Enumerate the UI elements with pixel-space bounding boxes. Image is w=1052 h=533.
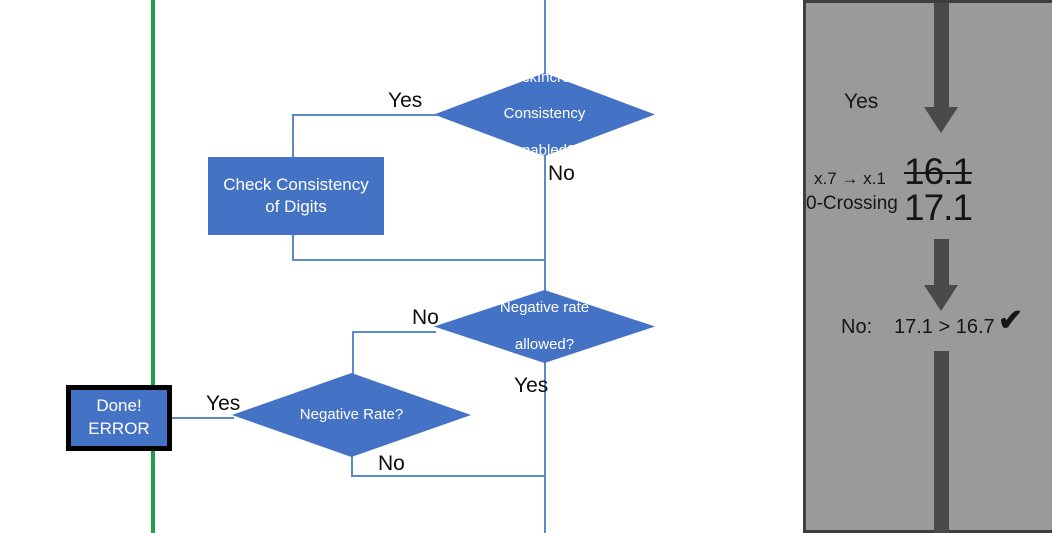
edge-label-neg-rate-yes: Yes <box>206 392 241 415</box>
decision-check-increase-line2: Consistency <box>503 105 586 123</box>
process-check-consistency-line1: Check Consistency <box>223 174 369 194</box>
panel-comparison-expression: 17.1 > 16.7 <box>894 316 995 338</box>
terminator-done-error[interactable]: Done! ERROR <box>66 385 172 451</box>
connector-neg-allowed-no-horizontal <box>352 331 436 333</box>
panel-yes-label: Yes <box>844 90 879 113</box>
connector-box-rejoin-horizontal <box>292 259 546 261</box>
terminator-error-label: ERROR <box>88 419 150 438</box>
panel-value-struck-through: 16.1 <box>904 151 973 192</box>
decision-neg-allowed-line1: Negative rate <box>499 299 590 317</box>
connector-neg-rate-no-down <box>351 455 353 477</box>
panel-arrow-head-upper <box>924 107 958 133</box>
edge-label-check-increase-no: No <box>548 162 575 185</box>
connector-trunk-top <box>544 0 546 83</box>
annotation-panel: Yes x.7 → x.1 0-Crossing 16.1 17.1 No: 1… <box>803 0 1052 533</box>
edge-label-check-increase-yes: Yes <box>388 89 423 112</box>
panel-arrow-shaft-middle <box>934 239 949 285</box>
decision-check-increase-consistency-enabled[interactable]: CheckIncrease Consistency enabled? <box>434 73 655 156</box>
panel-zero-crossing-label: 0-Crossing <box>806 193 898 214</box>
panel-rounding-label: x.7 → x.1 <box>814 169 886 188</box>
connector-no-vertical-top <box>544 145 546 304</box>
green-divider-line <box>151 0 155 533</box>
connector-box-down <box>292 235 294 261</box>
panel-arrow-head-middle <box>924 285 958 311</box>
edge-label-neg-allowed-yes: Yes <box>514 374 549 397</box>
decision-negative-rate-allowed[interactable]: Negative rate allowed? <box>434 290 655 363</box>
edge-label-neg-allowed-no: No <box>412 306 439 329</box>
process-check-consistency-of-digits[interactable]: Check Consistency of Digits <box>208 157 384 235</box>
connector-trunk-bottom <box>544 475 546 533</box>
panel-value-current: 17.1 <box>904 187 973 228</box>
connector-yes-down-to-box <box>292 114 294 159</box>
panel-arrow-shaft-lower <box>934 351 949 533</box>
terminator-done-label: Done! <box>96 396 142 416</box>
decision-negative-rate-label: Negative Rate? <box>299 405 404 423</box>
connector-neg-rate-no-horizontal <box>351 475 546 477</box>
connector-neg-allowed-no-down <box>352 331 354 378</box>
connector-neg-rate-yes-horizontal <box>172 417 234 419</box>
panel-arrow-shaft-upper <box>934 3 949 107</box>
process-check-consistency-line2: of Digits <box>265 197 327 216</box>
edge-label-neg-rate-no: No <box>378 452 405 475</box>
connector-neg-allowed-yes-down <box>544 362 546 477</box>
panel-no-label: No: <box>841 316 873 338</box>
connector-yes-horizontal-top <box>292 114 437 116</box>
decision-negative-rate[interactable]: Negative Rate? <box>232 373 471 457</box>
decision-neg-allowed-line2: allowed? <box>514 335 575 353</box>
check-mark-icon: ✔ <box>998 304 1024 337</box>
